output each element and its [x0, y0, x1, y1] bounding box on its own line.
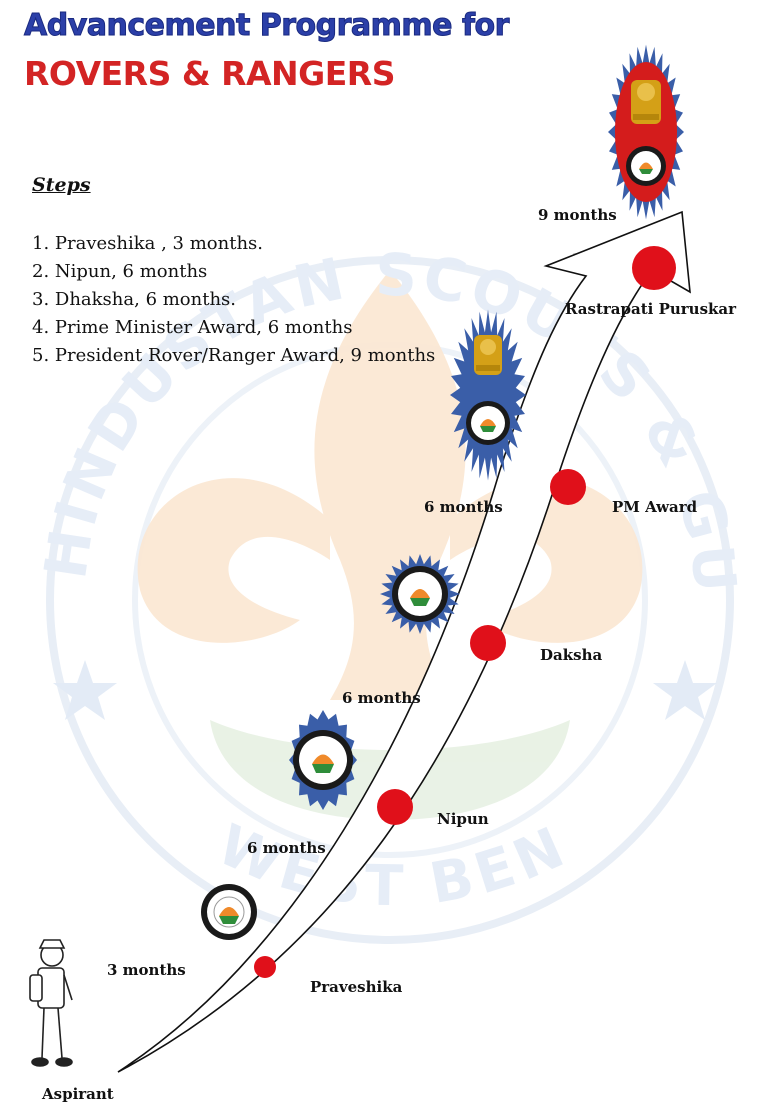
badge-icon: [608, 45, 684, 220]
marker-praveshika: [254, 956, 276, 978]
stage-label-nipun: Nipun: [437, 810, 489, 828]
badge-icon: [380, 554, 460, 634]
stage-label-aspirant: Aspirant: [42, 1085, 114, 1103]
marker-nipun: [377, 789, 413, 825]
duration-label-3: 6 months: [342, 689, 421, 707]
duration-label-2: 6 months: [247, 839, 326, 857]
stage-label-rastrapati: Rastrapati Puruskar: [565, 300, 736, 318]
badge-icon: [201, 884, 257, 940]
duration-label-4: 6 months: [424, 498, 503, 516]
progress-arrow: [118, 212, 690, 1072]
marker-rastrapati: [632, 246, 676, 290]
ashoka-emblem-icon: [631, 80, 661, 124]
scout-figure-icon: [30, 940, 72, 1066]
duration-label-1: 3 months: [107, 961, 186, 979]
duration-label-5: 9 months: [538, 206, 617, 224]
marker-daksha: [470, 625, 506, 661]
marker-pm-award: [550, 469, 586, 505]
stage-label-daksha: Daksha: [540, 646, 602, 664]
ashoka-emblem-icon: [474, 335, 502, 375]
stage-label-praveshika: Praveshika: [310, 978, 402, 996]
stage-label-pm-award: PM Award: [612, 498, 697, 516]
badge-icon: [289, 710, 357, 810]
